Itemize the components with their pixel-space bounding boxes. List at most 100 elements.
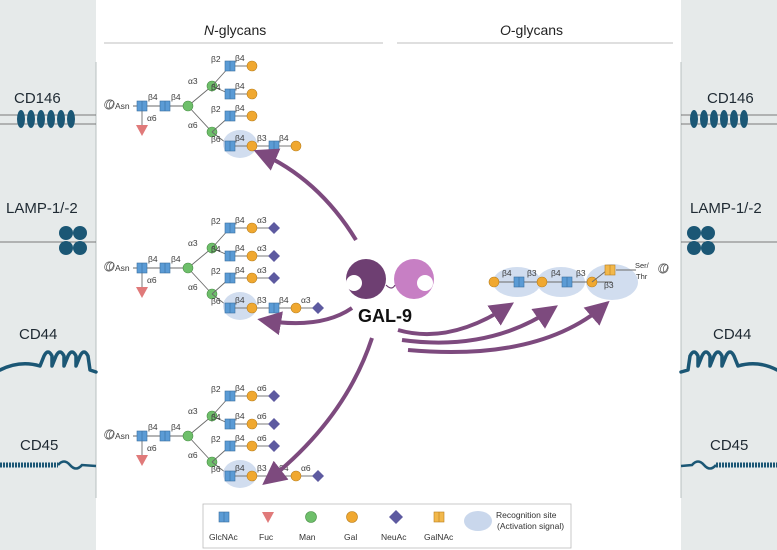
svg-text:GlcNAc: GlcNAc xyxy=(209,532,239,542)
neuac-icon xyxy=(268,222,280,234)
bond xyxy=(591,270,607,283)
neuac-icon xyxy=(312,302,324,314)
gal-icon xyxy=(246,140,258,152)
linkage-label: α3 xyxy=(188,76,198,86)
protein-lamp-left: LAMP-1/-2 xyxy=(0,200,96,255)
neuac-icon xyxy=(268,272,280,284)
linkage-label: β6 xyxy=(211,134,221,144)
linkage-label: β3 xyxy=(527,268,537,278)
asn-label: Asn xyxy=(115,431,130,441)
bond xyxy=(187,435,213,463)
linkage-label: β4 xyxy=(235,133,245,143)
binding-arrows xyxy=(253,148,610,485)
man-icon xyxy=(182,262,194,274)
linkage-label: β4 xyxy=(148,92,158,102)
gal-icon xyxy=(246,302,258,314)
linkage-label: β4 xyxy=(502,268,512,278)
legend-gal-icon xyxy=(346,511,358,523)
man-icon xyxy=(182,100,194,112)
linkage-label: α6 xyxy=(188,450,198,460)
linkage-label: α6 xyxy=(188,282,198,292)
linkage-label: β4 xyxy=(211,412,221,422)
protein-cd45-right: CD45 xyxy=(680,437,777,470)
linkage-label: β4 xyxy=(235,265,245,275)
legend-neuac-icon xyxy=(389,510,403,524)
linkage-label: β4 xyxy=(235,295,245,305)
linkage-label: β4 xyxy=(171,254,181,264)
linkage-label: β2 xyxy=(211,216,221,226)
asn-label: Asn xyxy=(115,101,130,111)
protein-cd146-right: CD146 xyxy=(681,90,777,128)
linkage-label: α3 xyxy=(257,215,267,225)
svg-text:CD146: CD146 xyxy=(707,90,754,107)
fuc-icon xyxy=(136,287,148,298)
linkage-label: α6 xyxy=(147,275,157,285)
linkage-label: β2 xyxy=(211,104,221,114)
linkage-label: α3 xyxy=(257,243,267,253)
legend-fuc-icon xyxy=(262,512,274,523)
linkage-label: β6 xyxy=(211,464,221,474)
linkage-label: β3 xyxy=(576,268,586,278)
right-membrane-panel xyxy=(681,0,777,550)
neuac-icon xyxy=(268,250,280,262)
ser-label: Ser/ xyxy=(635,261,650,270)
linkage-label: β4 xyxy=(211,82,221,92)
linkage-label: β3 xyxy=(257,133,267,143)
svg-text:GalNAc: GalNAc xyxy=(424,532,454,542)
svg-text:LAMP-1/-2: LAMP-1/-2 xyxy=(690,200,762,217)
svg-text:Fuc: Fuc xyxy=(259,532,274,542)
linkage-label: α6 xyxy=(301,463,311,473)
gal-icon xyxy=(246,88,258,100)
linkage-label: β4 xyxy=(235,383,245,393)
neuac-icon xyxy=(268,440,280,452)
linkage-label: β2 xyxy=(211,384,221,394)
svg-text:Gal: Gal xyxy=(344,532,357,542)
gal-icon xyxy=(246,222,258,234)
linkage-label: β4 xyxy=(171,92,181,102)
linkage-label: β2 xyxy=(211,266,221,276)
linkage-label: β4 xyxy=(235,53,245,63)
svg-text:CD45: CD45 xyxy=(710,437,748,454)
svg-text:CD146: CD146 xyxy=(14,90,61,107)
linkage-label: β4 xyxy=(235,411,245,421)
gal-icon xyxy=(536,276,548,288)
bond xyxy=(187,267,213,295)
gal-icon xyxy=(246,418,258,430)
gal-icon xyxy=(246,272,258,284)
linkage-label: β4 xyxy=(235,81,245,91)
linkage-label: α6 xyxy=(257,383,267,393)
linkage-label: β3 xyxy=(604,280,614,290)
bond xyxy=(187,105,213,133)
asn-label: Asn xyxy=(115,263,130,273)
linkage-label: β2 xyxy=(211,54,221,64)
gal-icon xyxy=(246,440,258,452)
linkage-label: α6 xyxy=(147,113,157,123)
linkage-label: β6 xyxy=(211,296,221,306)
gal-icon xyxy=(246,390,258,402)
thr-label: Thr xyxy=(636,272,648,281)
neuac-icon xyxy=(312,470,324,482)
linkage-label: α3 xyxy=(301,295,311,305)
svg-text:Recognition site: Recognition site xyxy=(496,510,557,520)
linkage-label: β2 xyxy=(211,434,221,444)
gal-icon xyxy=(246,250,258,262)
linkage-label: β4 xyxy=(211,244,221,254)
linkage-label: β3 xyxy=(257,463,267,473)
linkage-label: β4 xyxy=(148,422,158,432)
legend: GlcNAc Fuc Man Gal NeuAc GalNAc Recognit… xyxy=(202,503,572,549)
linkage-label: β4 xyxy=(148,254,158,264)
linkage-label: β4 xyxy=(279,133,289,143)
svg-text:(Activation signal): (Activation signal) xyxy=(497,521,564,531)
protein-cd45-left: CD45 xyxy=(0,437,97,470)
fuc-icon xyxy=(136,125,148,136)
left-membrane-panel xyxy=(0,0,96,550)
o-glycans-header: O-glycans xyxy=(500,22,563,38)
protein-cd44-left: CD44 xyxy=(0,326,98,374)
linkage-label: β4 xyxy=(235,433,245,443)
protein-lamp-right: LAMP-1/-2 xyxy=(681,200,777,255)
peptide-squiggle xyxy=(104,99,115,110)
gal9-label: GAL-9 xyxy=(358,306,412,326)
